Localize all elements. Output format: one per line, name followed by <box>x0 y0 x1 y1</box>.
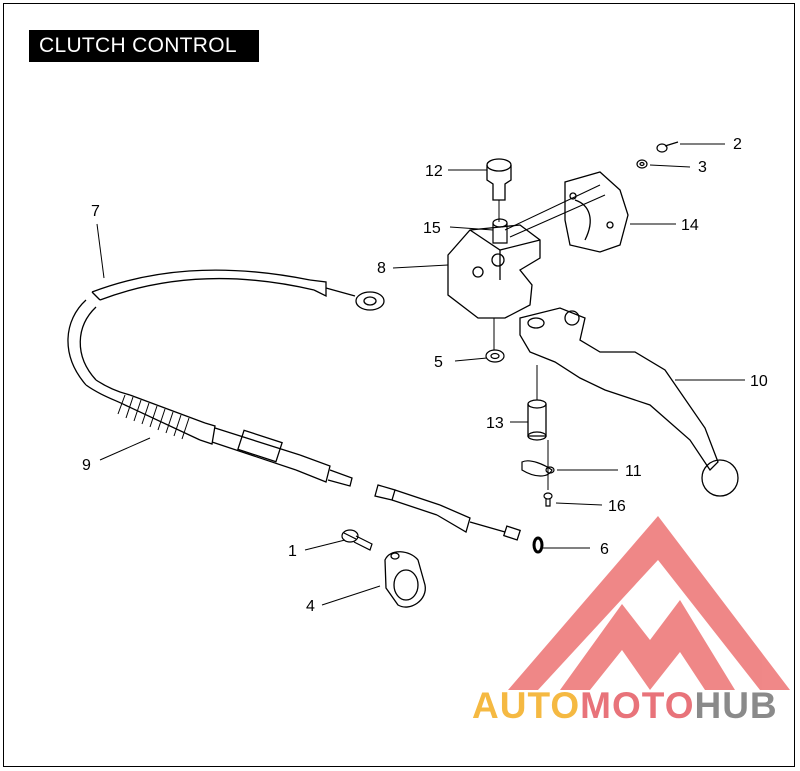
callout-16: 16 <box>608 498 626 515</box>
callout-15: 15 <box>423 220 441 237</box>
callout-12: 12 <box>425 163 443 180</box>
watermark-part-moto: MOTO <box>580 685 694 726</box>
washer-3 <box>636 159 648 169</box>
callout-9: 9 <box>82 457 91 474</box>
callout-leaders <box>96 143 745 606</box>
clutch-cable-9 <box>67 299 522 541</box>
callout-labels: 1 2 3 4 5 6 7 8 9 10 11 12 13 14 15 16 <box>82 136 768 615</box>
callout-13: 13 <box>486 415 504 432</box>
screw-16 <box>543 492 553 507</box>
callout-1: 1 <box>288 543 297 560</box>
screw-2 <box>656 141 679 153</box>
diagram-frame <box>3 3 795 767</box>
screw-1 <box>341 529 373 551</box>
callout-8: 8 <box>377 260 386 277</box>
callout-2: 2 <box>733 136 742 153</box>
retaining-ring-5 <box>485 349 505 363</box>
pivot-pin-12 <box>486 158 512 201</box>
cable-7 <box>91 269 385 311</box>
o-ring-6 <box>532 536 544 554</box>
callout-3: 3 <box>698 159 707 176</box>
callout-5: 5 <box>434 354 443 371</box>
watermark-part-auto: AUTO <box>472 685 580 726</box>
callout-14: 14 <box>681 217 699 234</box>
interlock-tab-11 <box>521 460 555 477</box>
ferrule-13 <box>527 399 547 441</box>
watermark-part-hub: HUB <box>694 685 777 726</box>
spring-15 <box>492 218 508 244</box>
clamp-half-14 <box>564 171 629 253</box>
callout-6: 6 <box>600 541 609 558</box>
callout-7: 7 <box>91 203 100 220</box>
callout-11: 11 <box>625 463 642 480</box>
watermark-logo-mark <box>508 516 790 690</box>
clutch-lever-10 <box>519 307 739 497</box>
callout-4: 4 <box>306 598 315 615</box>
callout-10: 10 <box>750 373 768 390</box>
watermark-wordmark: AUTOMOTOHUB <box>472 685 778 726</box>
assembly-guide-lines <box>493 184 606 490</box>
page-title: CLUTCH CONTROL <box>29 30 259 62</box>
lever-bracket-8 <box>447 224 541 319</box>
clamp-4 <box>384 551 426 608</box>
